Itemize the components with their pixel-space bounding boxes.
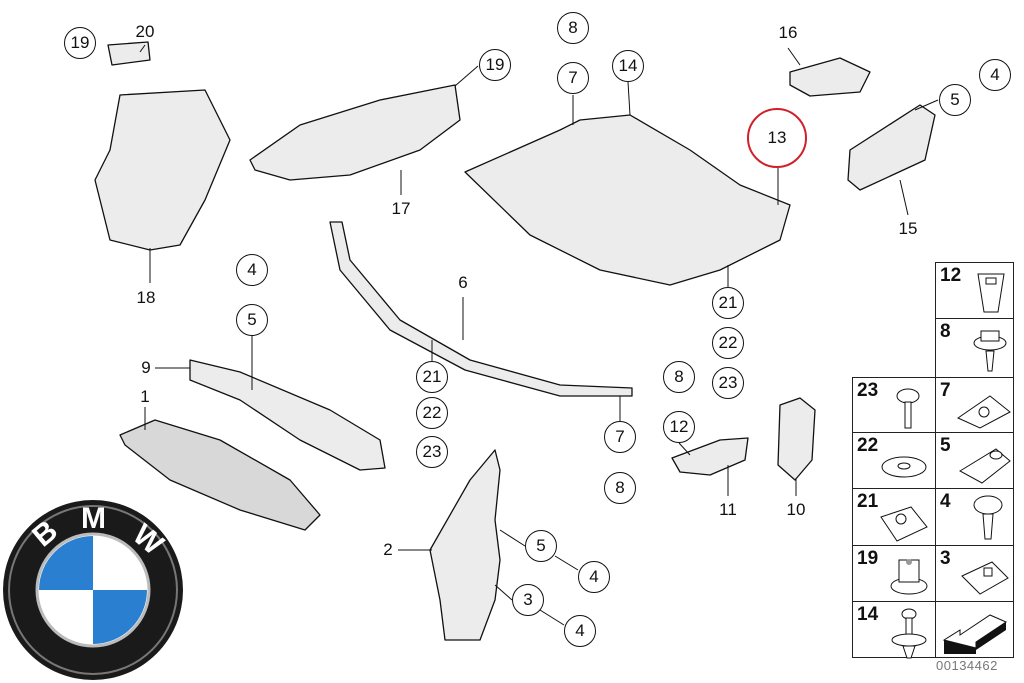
part-number: 4 <box>940 491 951 512</box>
collar-nut-icon <box>890 559 928 595</box>
callout-7: 7 <box>557 62 589 94</box>
callout-18: 18 <box>136 288 156 307</box>
part-6-strip <box>329 221 633 397</box>
callout-1: 1 <box>140 387 150 406</box>
part-cell-23: 23 <box>852 377 936 433</box>
part-cell-7: 7 <box>935 377 1014 433</box>
part-cell-19: 19 <box>852 545 936 602</box>
expanding-nut-icon <box>977 273 1005 313</box>
part-10-bracket <box>777 397 816 481</box>
part-number: 3 <box>940 548 951 569</box>
callout-19: 19 <box>64 27 96 59</box>
torx-screw-icon <box>973 495 1003 540</box>
bmw-logo: B M W <box>3 500 183 680</box>
callout-3: 3 <box>512 584 544 616</box>
callout-23: 23 <box>712 367 744 399</box>
diagram-code: 00134462 <box>936 658 998 673</box>
part-20-bracket <box>107 41 151 66</box>
part-1-grille <box>119 419 321 531</box>
callout-5: 5 <box>939 84 971 116</box>
hex-screw-icon <box>973 330 1007 372</box>
callout-13-highlighted: 13 <box>747 108 807 168</box>
leader-lines <box>139 44 939 626</box>
part-number: 22 <box>857 435 879 456</box>
callout-2: 2 <box>383 540 393 559</box>
part-11-bracket <box>671 437 749 476</box>
part-15-bracket <box>847 104 936 191</box>
part-cell-22: 22 <box>852 432 936 489</box>
part-number: 23 <box>857 380 879 401</box>
callout-17: 17 <box>391 199 411 218</box>
part-cell-14: 14 <box>852 601 936 659</box>
svg-text:M: M <box>81 502 106 535</box>
callout-8: 8 <box>604 472 636 504</box>
callout-12: 12 <box>663 411 695 443</box>
callout-21: 21 <box>416 361 448 393</box>
clip-nut-icon <box>961 561 1009 595</box>
callout-4: 4 <box>979 59 1011 91</box>
speed-nut-icon <box>959 448 1011 484</box>
part-16-cover <box>789 57 871 97</box>
callout-21: 21 <box>712 287 744 319</box>
callout-22: 22 <box>416 397 448 429</box>
part-18-liner <box>94 89 231 251</box>
callout-5: 5 <box>525 530 557 562</box>
bolt-icon <box>896 388 920 429</box>
washer-icon <box>881 456 927 478</box>
callout-8: 8 <box>663 361 695 393</box>
arrow-icon <box>942 614 1008 654</box>
part-2-duct <box>429 449 501 641</box>
clip-nut-icon <box>956 395 1011 429</box>
callout-4: 4 <box>578 561 610 593</box>
callout-9: 9 <box>141 358 151 377</box>
part-13-underbody-panel <box>464 114 791 286</box>
callout-11: 11 <box>719 500 737 519</box>
part-number: 5 <box>940 435 951 456</box>
callout-4: 4 <box>236 254 268 286</box>
part-number: 21 <box>857 491 879 512</box>
callout-6: 6 <box>458 273 468 292</box>
callout-15: 15 <box>898 219 918 238</box>
callout-7: 7 <box>604 421 636 453</box>
part-cell-21: 21 <box>852 488 936 546</box>
callout-14: 14 <box>612 50 644 82</box>
part-17-duct <box>249 84 461 181</box>
part-cell-8: 8 <box>935 318 1014 378</box>
part-cell-5: 5 <box>935 432 1014 489</box>
clip-nut-icon <box>880 506 928 542</box>
part-9-panel <box>189 359 386 471</box>
part-number: 7 <box>940 380 951 401</box>
part-cell-4: 4 <box>935 488 1014 546</box>
part-cell-12: 12 <box>935 262 1014 319</box>
callout-5: 5 <box>236 304 268 336</box>
callout-10: 10 <box>786 500 806 519</box>
part-number: 8 <box>940 321 951 342</box>
part-number: 12 <box>940 265 962 286</box>
part-number: 19 <box>857 548 879 569</box>
callout-20: 20 <box>135 22 155 41</box>
callout-22: 22 <box>712 327 744 359</box>
callout-8: 8 <box>557 12 589 44</box>
callout-4: 4 <box>564 615 596 647</box>
part-number: 14 <box>857 604 879 625</box>
part-cell-arrow <box>935 601 1014 658</box>
expanding-rivet-icon <box>891 608 927 659</box>
callout-23: 23 <box>416 436 448 468</box>
callout-16: 16 <box>778 23 798 42</box>
part-cell-3: 3 <box>935 545 1014 602</box>
callout-19: 19 <box>479 49 511 81</box>
